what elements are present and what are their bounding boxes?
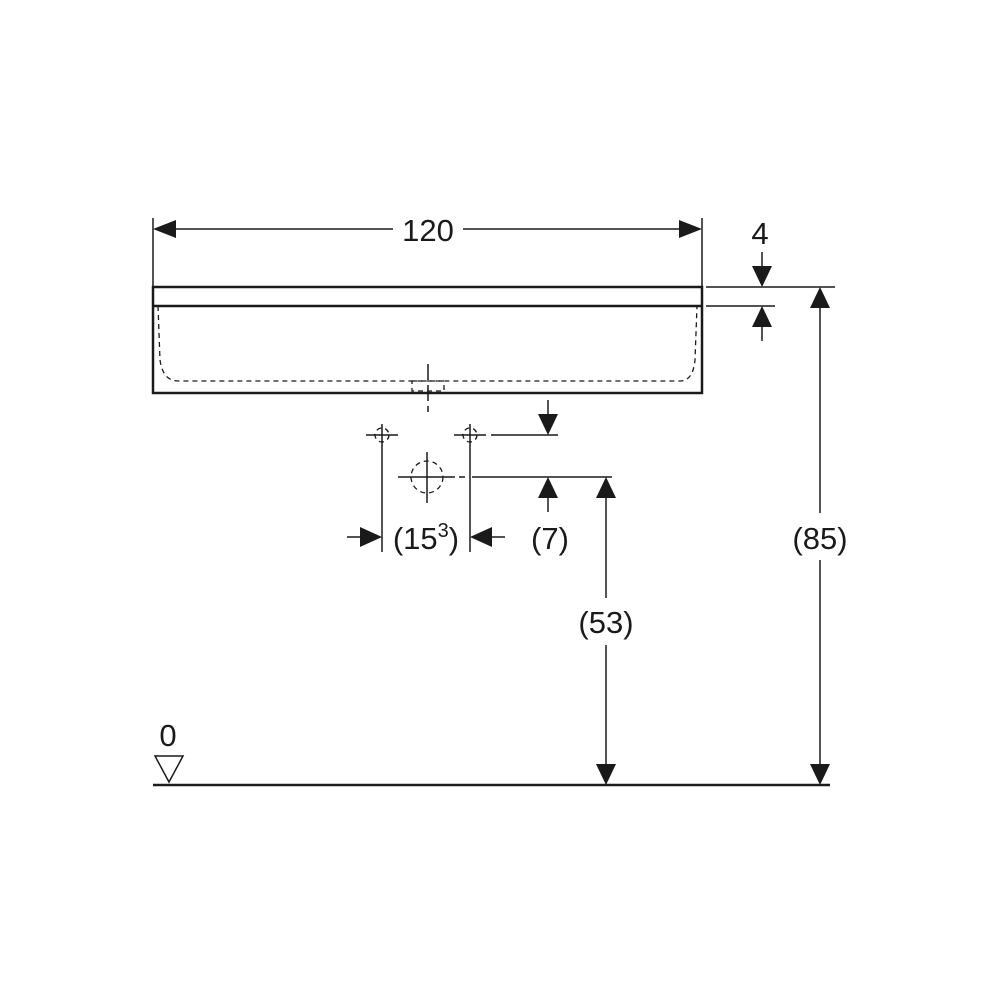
tap-spacing-dimension: (153) <box>347 520 505 556</box>
outlet-height-label: (53) <box>578 605 633 640</box>
tap-offset-label: (7) <box>531 521 569 556</box>
rim-dimension: 4 <box>706 216 835 341</box>
level-triangle-icon <box>153 755 185 784</box>
tap-holes <box>366 424 558 552</box>
floor-reference: 0 <box>153 718 830 787</box>
tap-spacing-label: (153) <box>393 520 459 556</box>
total-height-dimension: (85) <box>792 287 848 785</box>
floor-label: 0 <box>159 718 176 753</box>
width-label: 120 <box>402 213 454 248</box>
basin-outline <box>151 285 704 412</box>
width-dimension: 120 <box>152 213 703 287</box>
outlet-height-dimension: (53) <box>578 477 634 785</box>
total-height-label: (85) <box>792 521 847 556</box>
tap-offset-dimension: (7) <box>531 400 569 556</box>
rim-label: 4 <box>751 216 768 251</box>
waste-outlet <box>398 452 612 503</box>
